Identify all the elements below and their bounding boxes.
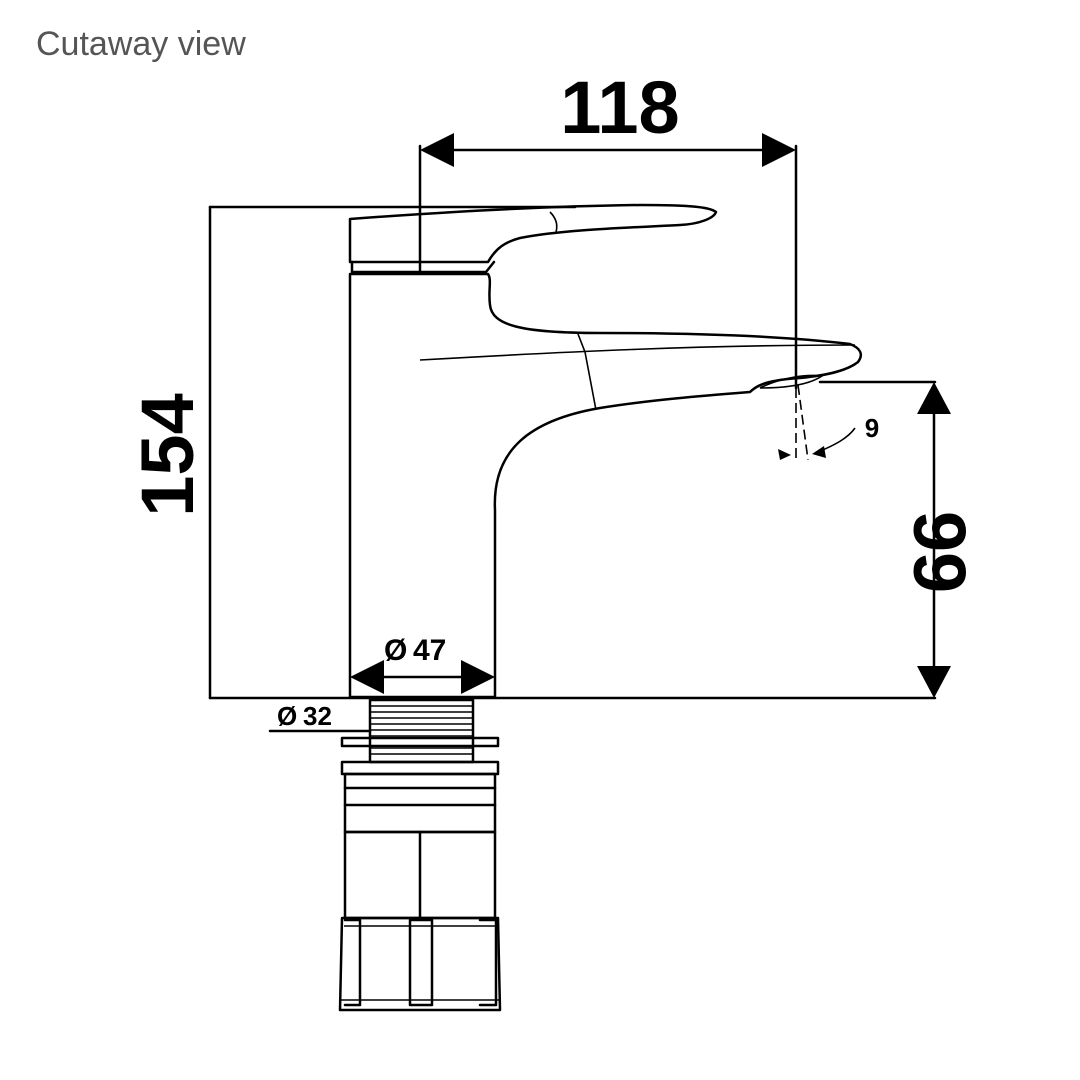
- handle-lever: [348, 203, 718, 264]
- mounting-nut: [338, 916, 502, 1012]
- handle-detail: [549, 211, 558, 233]
- faucet-outline: [338, 203, 862, 1012]
- aerator: [759, 374, 825, 389]
- view-title: Cutaway view: [36, 25, 246, 63]
- body-diameter-symbol: Ø: [384, 634, 407, 667]
- dimension-spout-angle: 9: [778, 384, 879, 461]
- thread-diameter-symbol: Ø: [277, 701, 297, 731]
- spout-top-line: [419, 344, 856, 361]
- fixing-nut-body: [343, 772, 497, 834]
- dimension-total-height: 154: [126, 205, 937, 700]
- thread-diameter-label: 32: [303, 701, 332, 731]
- total-height-label: 154: [126, 393, 209, 516]
- body-diameter-label: 47: [413, 634, 446, 667]
- washer: [340, 736, 500, 748]
- dimension-thread-diameter: Ø 32: [268, 701, 372, 733]
- spout-reach-label: 118: [560, 66, 679, 149]
- thread-lines: [370, 705, 473, 755]
- dimension-spout-height: 99: [818, 380, 981, 698]
- spout-inner-line: [577, 333, 597, 411]
- dimension-spout-reach: 118: [418, 66, 798, 390]
- cap-band: [350, 260, 496, 274]
- fixing-nut-top: [340, 760, 500, 776]
- spout-angle-label: 9: [865, 413, 879, 443]
- faucet-body: [348, 272, 862, 699]
- spout-height-label: 99: [898, 511, 981, 593]
- dimension-body-diameter: Ø 47: [350, 634, 495, 694]
- threaded-shank: [368, 698, 475, 764]
